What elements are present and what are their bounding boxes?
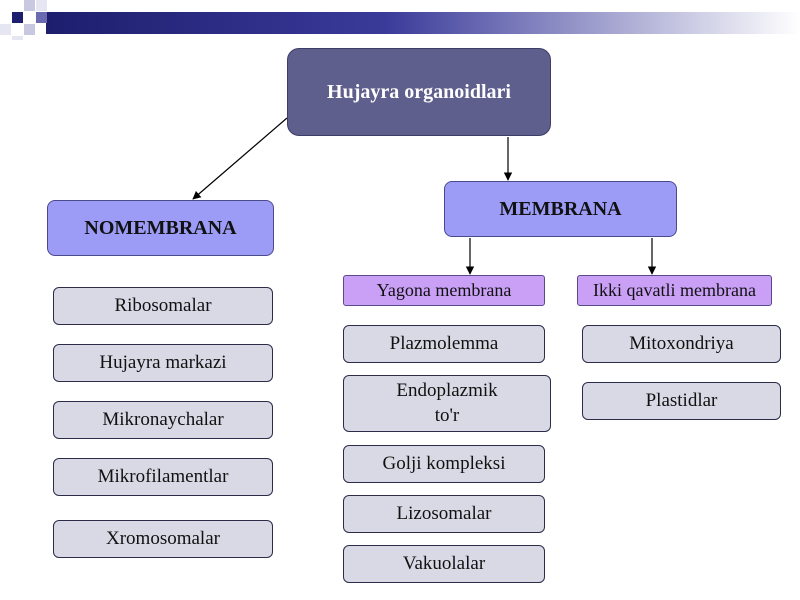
organoid-plazmolemma: Plazmolemma [343, 325, 545, 363]
membrana-node: MEMBRANA [444, 181, 677, 237]
root-node: Hujayra organoidlari [287, 48, 551, 136]
organoid-label: Ribosomalar [114, 294, 212, 316]
organoid-label: Lizosomalar [396, 502, 492, 524]
organoid-golji-kompleksi: Golji kompleksi [343, 445, 545, 483]
organoid-plastidlar: Plastidlar [582, 382, 781, 420]
organoid-label: Hujayra markazi [99, 351, 227, 373]
nomembrana-label: NOMEMBRANA [84, 216, 237, 239]
ikki-qavatli-membrana-node: Ikki qavatli membrana [577, 275, 772, 306]
header-banner [0, 0, 800, 40]
organoid-label: Vakuolalar [402, 552, 486, 574]
yagona-membrana-node: Yagona membrana [343, 275, 545, 306]
organoid-mikrofilamentlar: Mikrofilamentlar [53, 458, 273, 496]
arrow-root-to-nomembrana [192, 117, 288, 200]
organoid-ribosomalar: Ribosomalar [53, 287, 273, 325]
organoid-label: Endoplazmik to'r [396, 379, 498, 426]
organoid-label: Mitoxondriya [629, 332, 734, 354]
organoid-mitoxondriya: Mitoxondriya [582, 325, 781, 363]
organoid-label: Plastidlar [645, 389, 718, 411]
organoid-lizosomalar: Lizosomalar [343, 495, 545, 533]
organoid-hujayra-markazi: Hujayra markazi [53, 344, 273, 382]
organoid-label: Plazmolemma [389, 332, 499, 354]
organoid-mikronaychalar: Mikronaychalar [53, 401, 273, 439]
organoid-label: Mikrofilamentlar [97, 465, 229, 487]
membrana-label: MEMBRANA [499, 197, 622, 220]
organoid-label: Golji kompleksi [382, 452, 506, 474]
organoid-endoplazmik-tor: Endoplazmik to'r [343, 375, 551, 432]
organoid-xromosomalar: Xromosomalar [53, 520, 273, 558]
organoid-label: Xromosomalar [106, 527, 220, 549]
ikki-qavatli-membrana-label: Ikki qavatli membrana [593, 280, 756, 300]
organoid-label: Mikronaychalar [102, 408, 224, 430]
organoid-vakuolalar: Vakuolalar [343, 545, 545, 583]
yagona-membrana-label: Yagona membrana [376, 280, 512, 300]
root-label: Hujayra organoidlari [327, 80, 511, 103]
nomembrana-node: NOMEMBRANA [47, 200, 274, 256]
